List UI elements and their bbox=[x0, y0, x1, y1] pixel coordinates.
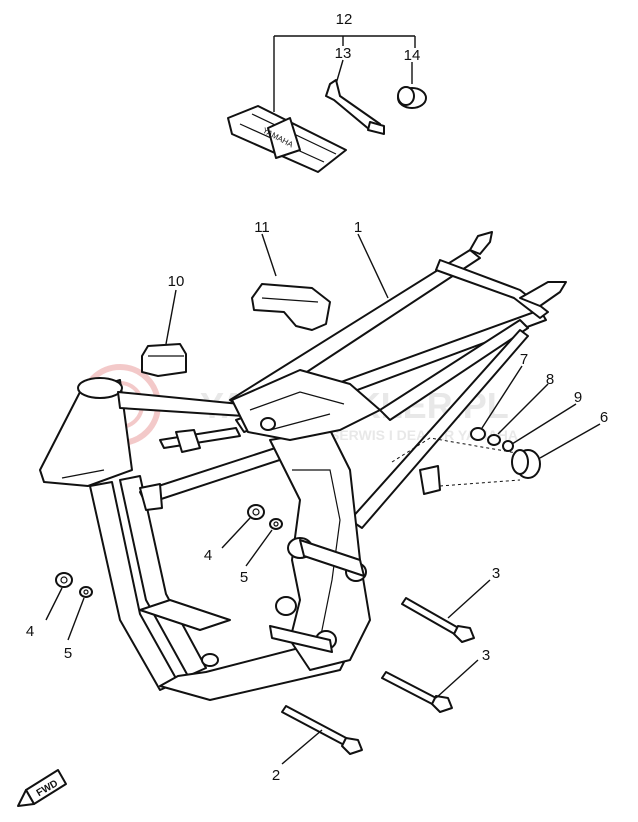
callout-2: 2 bbox=[272, 767, 280, 784]
bolt-3-upper bbox=[401, 597, 475, 643]
callout-labels: 12 13 14 1 11 10 7 8 9 6 4 5 4 5 3 3 2 bbox=[26, 11, 608, 784]
callout-4-left: 4 bbox=[26, 623, 34, 640]
nut-4-left bbox=[55, 572, 73, 588]
damper-6 bbox=[511, 449, 541, 479]
protector-11 bbox=[251, 283, 331, 331]
bolt-3-lower bbox=[381, 671, 453, 713]
washer-8 bbox=[487, 434, 501, 446]
callout-3-upper: 3 bbox=[492, 565, 500, 582]
callout-4-center: 4 bbox=[204, 547, 212, 564]
nut-7 bbox=[470, 427, 486, 441]
plug bbox=[397, 86, 427, 109]
fwd-arrow: FWD bbox=[17, 769, 67, 807]
callout-10: 10 bbox=[168, 273, 185, 290]
callout-7: 7 bbox=[520, 351, 528, 368]
washer-5-left bbox=[79, 586, 93, 598]
washer-9 bbox=[502, 440, 514, 452]
main-frame bbox=[39, 231, 567, 701]
protector-10 bbox=[141, 343, 187, 377]
tool-bag: YAMAHA bbox=[227, 105, 347, 173]
callout-5-center: 5 bbox=[240, 569, 248, 586]
callout-9: 9 bbox=[574, 389, 582, 406]
callout-1: 1 bbox=[354, 219, 362, 236]
leader-lines bbox=[45, 233, 601, 765]
bolt-2 bbox=[281, 705, 363, 755]
tool-kit-group: YAMAHA bbox=[227, 35, 427, 173]
callout-8: 8 bbox=[546, 371, 554, 388]
callout-13: 13 bbox=[335, 45, 352, 62]
callout-11: 11 bbox=[254, 219, 270, 236]
wrench bbox=[325, 79, 385, 135]
nut-4-center bbox=[247, 504, 265, 520]
callout-3-lower: 3 bbox=[482, 647, 490, 664]
washer-5-center bbox=[269, 518, 283, 530]
callout-6: 6 bbox=[600, 409, 608, 426]
callout-14: 14 bbox=[404, 47, 421, 64]
callout-5-left: 5 bbox=[64, 645, 72, 662]
callout-12: 12 bbox=[336, 11, 353, 28]
